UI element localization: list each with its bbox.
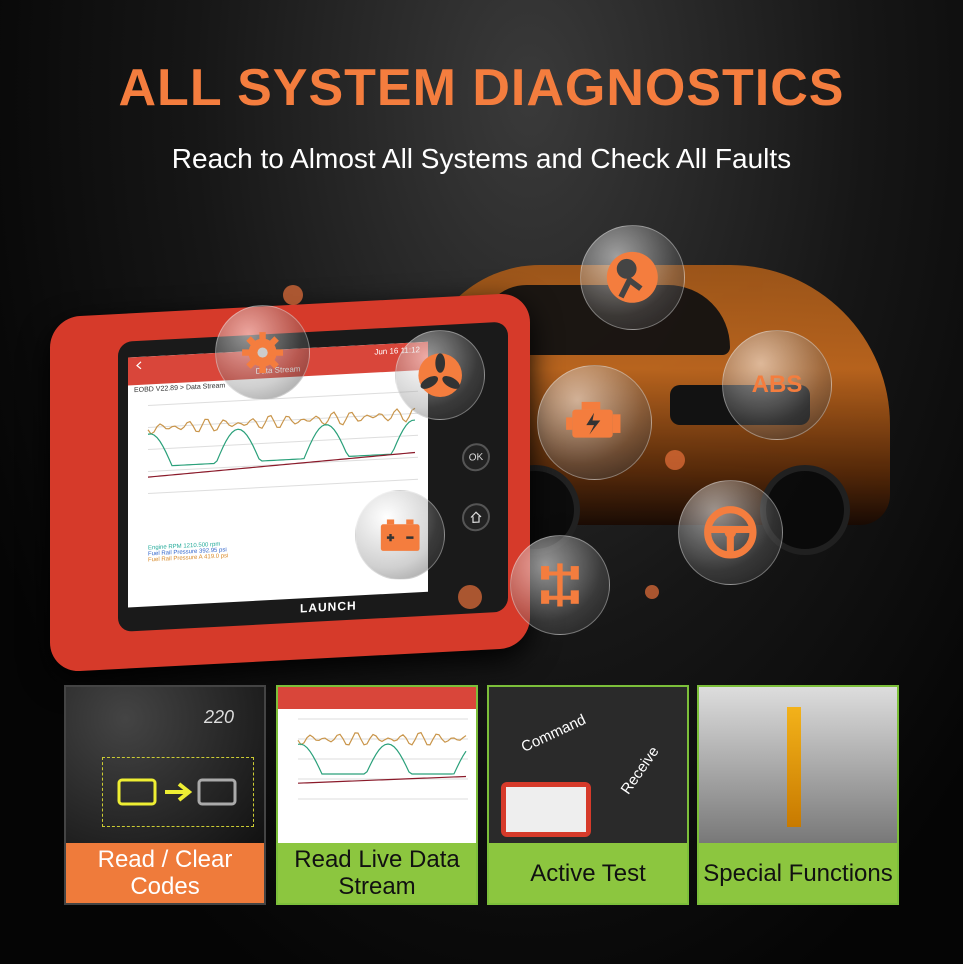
- engine-icon: [537, 365, 652, 480]
- series-line: [297, 731, 467, 746]
- decor-dot: [283, 285, 303, 305]
- gauge-number: 220: [203, 707, 234, 727]
- series-line: [147, 407, 416, 435]
- home-button[interactable]: [462, 502, 490, 532]
- gridline: [148, 434, 418, 450]
- battery-icon: [355, 490, 445, 580]
- feature-label: Read / Clear Codes: [66, 843, 264, 903]
- series-line: [147, 419, 416, 467]
- abs-label: ABS: [751, 371, 803, 398]
- airbag-icon: [580, 225, 685, 330]
- series-line: [147, 451, 416, 478]
- diagnostic-tablet: Jun 16 11:12Data Stream EOBD V22.89 > Da…: [50, 292, 530, 673]
- tablet-thumbnail: [501, 782, 591, 837]
- gridline: [148, 478, 418, 494]
- gridline: [148, 390, 418, 406]
- brand-logo: LAUNCH: [300, 598, 357, 616]
- fan-icon: [395, 330, 485, 420]
- command-label: Command: [518, 711, 589, 756]
- decor-dot: [665, 450, 685, 470]
- feature-active-test: Command Receive Active Test: [487, 685, 689, 905]
- gears-icon: [215, 305, 310, 400]
- series-line: [297, 775, 467, 784]
- series-line: [297, 743, 467, 775]
- ok-button[interactable]: OK: [462, 442, 490, 472]
- decor-dot: [645, 585, 659, 599]
- mini-graph: [297, 718, 468, 800]
- tablet-screen: Jun 16 11:12Data Stream EOBD V22.89 > Da…: [128, 341, 428, 608]
- data-stream-graph: [147, 390, 418, 494]
- oil-stream: [787, 707, 801, 827]
- home-icon: [470, 511, 482, 524]
- check-engine-icon: [102, 757, 254, 827]
- receive-label: Receive: [617, 743, 663, 798]
- decor-dot: [458, 585, 482, 609]
- feature-label: Read Live Data Stream: [278, 843, 476, 903]
- feature-special-functions: Special Functions: [697, 685, 899, 905]
- feature-label: Active Test: [489, 843, 687, 903]
- abs-icon: ABS: [722, 330, 832, 440]
- steering-wheel-icon: [678, 480, 783, 585]
- page-title: ALL SYSTEM DIAGNOSTICS: [118, 59, 845, 117]
- back-icon[interactable]: [136, 361, 142, 370]
- drivetrain-icon: [510, 535, 610, 635]
- feature-label: Special Functions: [699, 843, 897, 903]
- feature-live-data: Read Live Data Stream: [276, 685, 478, 905]
- feature-read-clear-codes: 220 Read / Clear Codes: [64, 685, 266, 905]
- page-subtitle: Reach to Almost All Systems and Check Al…: [171, 143, 792, 174]
